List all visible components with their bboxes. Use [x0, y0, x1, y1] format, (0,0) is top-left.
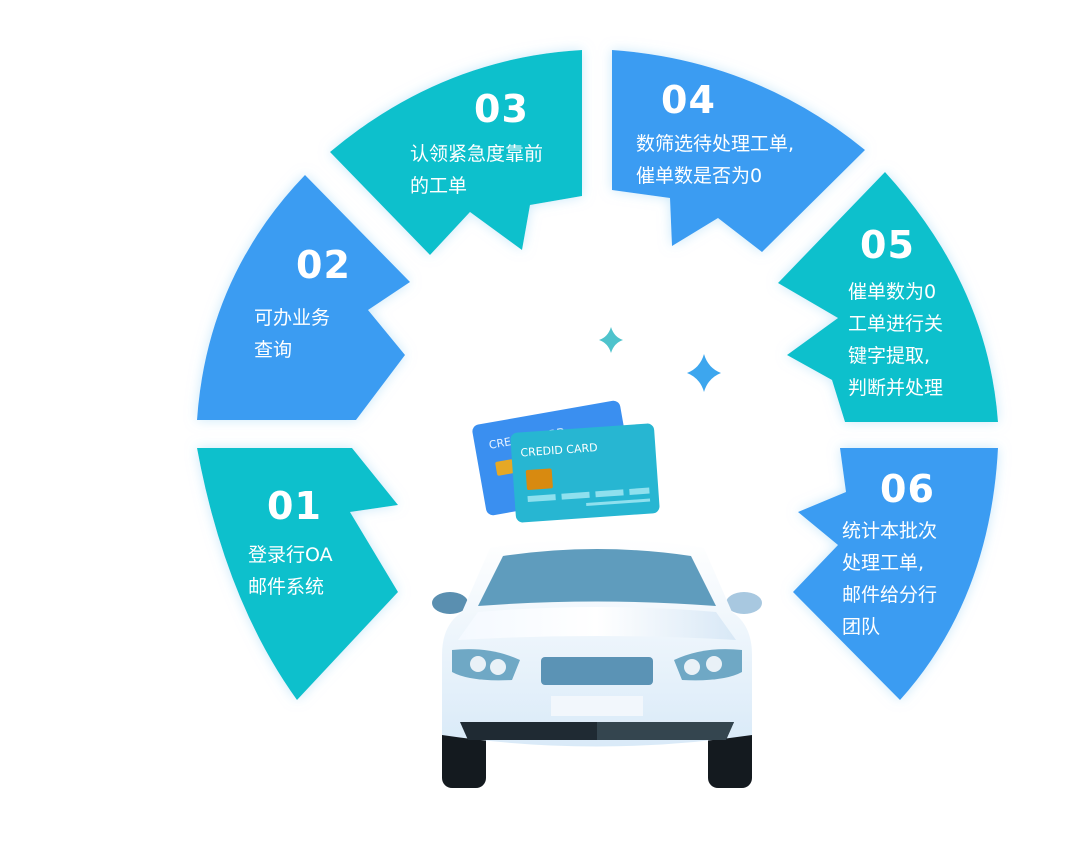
- sparkle-small-icon: [599, 327, 623, 353]
- step-03-line-1: 认领紧急度靠前: [410, 143, 544, 165]
- step-06-text: 统计本批次 处理工单, 邮件给分行 团队: [842, 515, 937, 643]
- segment-05: [778, 172, 998, 422]
- segment-04: [612, 50, 865, 252]
- step-04-number: 04: [661, 78, 716, 122]
- car-illustration: [432, 539, 762, 788]
- step-06-line-3: 邮件给分行: [842, 584, 938, 606]
- step-01-number: 01: [267, 484, 322, 528]
- step-05-line-1: 催单数为0: [848, 281, 937, 303]
- sparkle-large-icon: [687, 354, 721, 392]
- step-03-number: 03: [474, 87, 529, 131]
- step-01-line-1: 登录行OA: [248, 544, 333, 566]
- step-01-text: 登录行OA 邮件系统: [248, 539, 333, 603]
- step-06-line-2: 处理工单,: [842, 552, 925, 574]
- step-02-line-1: 可办业务: [254, 307, 331, 329]
- segment-01: [197, 448, 398, 700]
- step-05-number: 05: [860, 223, 915, 267]
- step-03-text: 认领紧急度靠前 的工单: [410, 138, 543, 202]
- step-02-line-2: 查询: [254, 339, 293, 361]
- credit-card-front: CREDID CARD: [510, 423, 660, 523]
- step-05-line-2: 工单进行关: [848, 313, 944, 335]
- step-04-line-1: 数筛选待处理工单,: [636, 133, 795, 155]
- step-04-line-2: 催单数是否为0: [636, 165, 763, 187]
- segment-06: [793, 448, 998, 700]
- card-front-label: CREDID CARD: [520, 441, 598, 459]
- step-03-line-2: 的工单: [410, 175, 468, 197]
- step-01-line-2: 邮件系统: [248, 576, 325, 598]
- step-02-text: 可办业务 查询: [254, 302, 330, 366]
- step-06-line-1: 统计本批次: [842, 520, 938, 542]
- step-06-line-4: 团队: [842, 616, 881, 638]
- step-06-number: 06: [880, 467, 935, 511]
- step-05-line-3: 键字提取,: [848, 345, 931, 367]
- step-05-line-4: 判断并处理: [848, 377, 944, 399]
- segment-02: [197, 175, 410, 420]
- step-02-number: 02: [296, 243, 351, 287]
- segment-03: [330, 50, 582, 255]
- step-05-text: 催单数为0 工单进行关 键字提取, 判断并处理: [848, 276, 943, 404]
- step-04-text: 数筛选待处理工单, 催单数是否为0: [636, 128, 794, 192]
